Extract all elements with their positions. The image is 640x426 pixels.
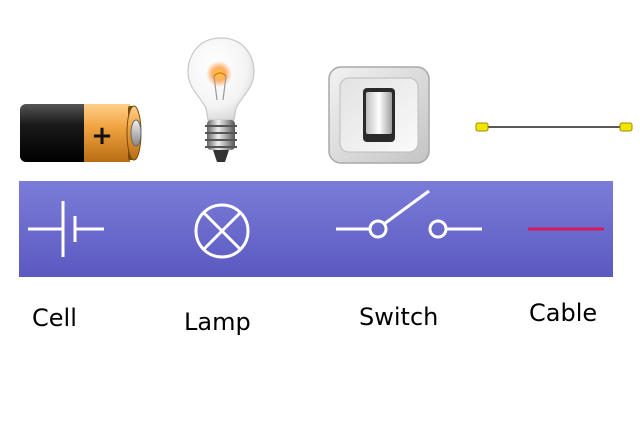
lamp-label: Lamp [184, 308, 251, 336]
switch-label: Switch [359, 303, 439, 331]
cell-symbol [28, 201, 104, 257]
cable-symbol [528, 227, 604, 231]
wall-switch-icon [328, 66, 430, 164]
plus-sign: + [91, 121, 113, 151]
symbol-band [19, 181, 613, 277]
light-bulb-icon [187, 37, 255, 162]
cell-label: Cell [32, 304, 77, 332]
lamp-symbol [194, 203, 250, 259]
battery-icon: + [20, 104, 142, 162]
cable-wire-icon [475, 122, 633, 132]
switch-symbol [336, 189, 482, 239]
cable-label: Cable [529, 299, 598, 327]
